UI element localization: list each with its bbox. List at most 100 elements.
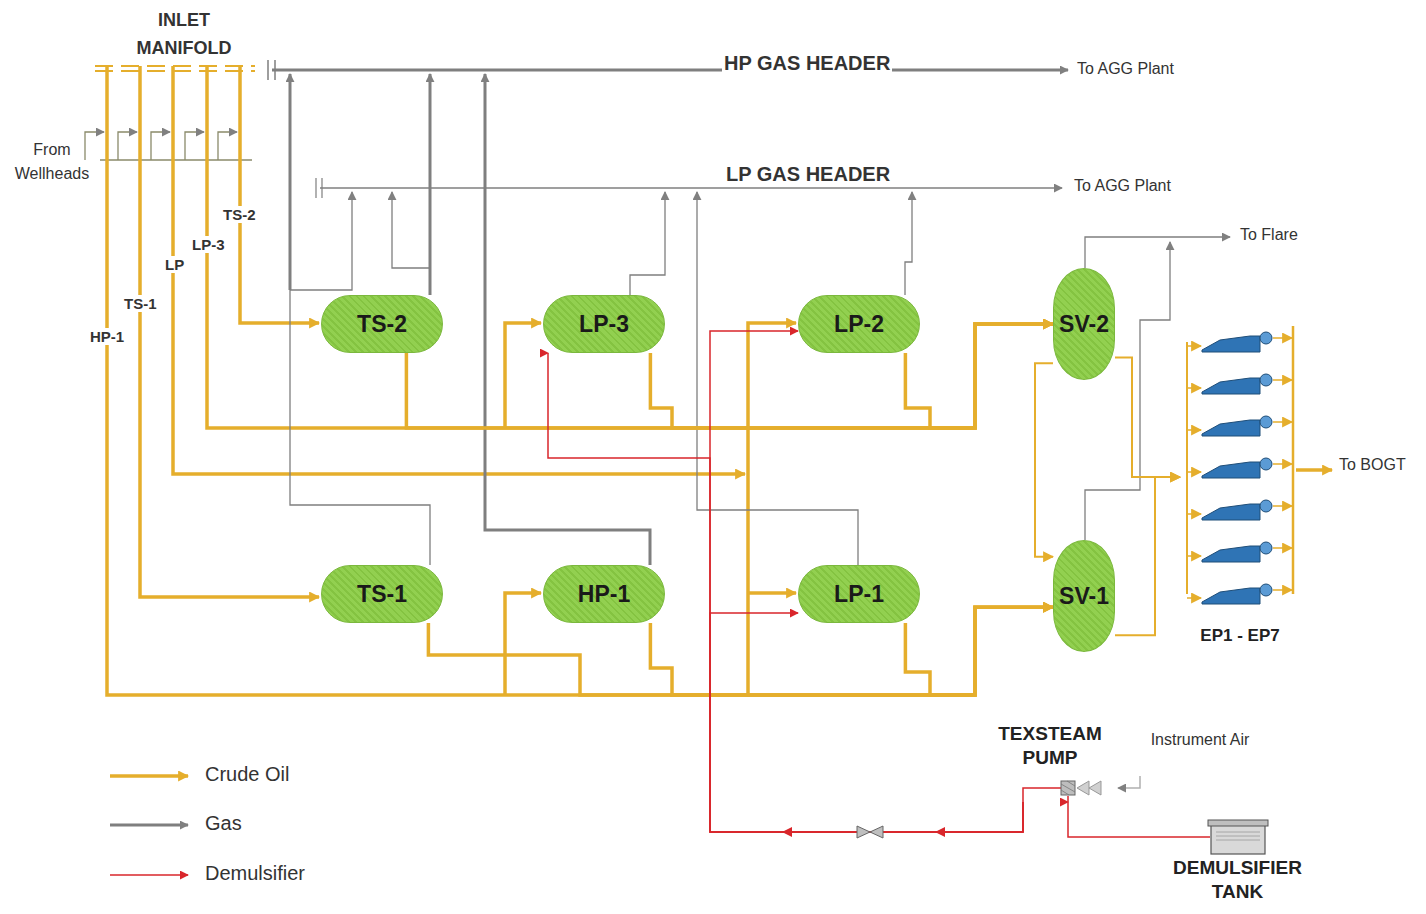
flow-connector	[1115, 358, 1180, 478]
wellhead-lines	[85, 132, 252, 160]
drawing-stroke	[697, 192, 858, 565]
flow-connector	[406, 324, 1053, 428]
legend-text: Gas	[203, 812, 244, 835]
flow-connector	[710, 613, 1023, 832]
drawing-stroke	[1273, 379, 1292, 381]
drawing-stroke	[1292, 326, 1295, 594]
drawing-stroke	[110, 874, 188, 876]
drawing-stroke	[1187, 555, 1201, 557]
pump-body	[1202, 588, 1260, 604]
flow-arrow	[782, 827, 945, 837]
legend-text: Demulsifier	[203, 862, 307, 885]
node-label: SV-2	[1059, 311, 1109, 338]
pump-icons	[1180, 322, 1300, 622]
drawing-stroke	[935, 827, 945, 837]
drawing-stroke	[1273, 337, 1292, 339]
chemical-tank: DEMULSIFIER TANK	[1170, 818, 1305, 904]
annotation-label: Instrument Air	[1148, 728, 1252, 752]
drawing-stroke	[85, 132, 104, 160]
legend-samples	[110, 776, 188, 875]
separator-vessel: LP-1	[798, 565, 920, 623]
pump-motor	[1260, 332, 1272, 344]
annotation-label: TS-2	[221, 206, 258, 223]
drawing-stroke	[1187, 429, 1201, 431]
drawing-stroke	[1273, 463, 1292, 465]
drawing-stroke	[316, 178, 322, 198]
separator-vessel: LP-3	[543, 295, 665, 353]
node-label: DEMULSIFIER TANK	[1170, 856, 1305, 904]
drawing-stroke	[110, 824, 188, 827]
drawing-stroke	[1187, 597, 1201, 599]
drawing-stroke	[240, 66, 319, 323]
separator-vessel: TS-1	[321, 565, 443, 623]
pump-body	[1202, 336, 1260, 352]
drawing-stroke	[1118, 776, 1140, 788]
drawing-stroke	[505, 593, 541, 695]
drawing-stroke	[110, 774, 188, 778]
drawing-stroke	[1061, 781, 1075, 795]
pump-body	[1202, 546, 1260, 562]
check-valve	[857, 826, 883, 838]
annotation-label: To AGG Plant	[1072, 177, 1173, 195]
drawing-stroke	[1187, 345, 1201, 347]
drawing-stroke	[1208, 820, 1268, 826]
node-label: LP-3	[579, 311, 629, 338]
node-label: LP-2	[834, 311, 884, 338]
drawing-stroke	[1077, 781, 1101, 795]
drawing-stroke	[1296, 468, 1332, 472]
drawing-stroke	[289, 74, 292, 290]
drawing-stroke	[272, 69, 1068, 72]
flow-connector	[905, 607, 1053, 695]
drawing-stroke	[429, 74, 432, 295]
drawing-stroke	[207, 66, 975, 428]
pump-motor	[1260, 458, 1272, 470]
node-label: HP-1	[578, 581, 630, 608]
separator-vessel: LP-2	[798, 295, 920, 353]
separator-vessel: SV-2	[1053, 268, 1115, 380]
drawing-stroke	[290, 192, 352, 290]
tank-symbol	[1170, 818, 1305, 856]
drawing-stroke	[857, 826, 870, 838]
annotation-label: LP-3	[190, 236, 227, 253]
drawing-stroke	[1085, 237, 1230, 268]
drawing-stroke	[1187, 471, 1201, 473]
drawing-stroke	[1216, 832, 1260, 840]
node-label: TS-1	[357, 581, 407, 608]
pump-body	[1202, 462, 1260, 478]
pump-body	[1202, 504, 1260, 520]
injection-pump: TEXSTEAM PUMP	[985, 722, 1115, 802]
separator-vessel: HP-1	[543, 565, 665, 623]
annotation-label: HP-1	[88, 328, 126, 345]
annotation-label: LP GAS HEADER	[724, 163, 892, 186]
node-label: LP-1	[834, 581, 884, 608]
flow-connector	[548, 353, 1023, 832]
drawing-stroke	[1273, 547, 1292, 549]
flow-connector	[710, 331, 1023, 832]
gas-lines	[268, 60, 1230, 788]
drawing-stroke	[1187, 387, 1201, 389]
flow-connector	[1068, 802, 1170, 837]
drawing-stroke	[218, 132, 237, 160]
annotation-label: TS-1	[122, 295, 159, 312]
drawing-stroke	[95, 66, 255, 71]
pump-symbol	[985, 770, 1115, 802]
crude-oil-lines	[107, 66, 1332, 695]
drawing-stroke	[630, 192, 665, 295]
pump-group: EP1 - EP7	[1180, 322, 1300, 652]
annotation-label: To Flare	[1238, 226, 1300, 244]
drawing-stroke	[505, 323, 541, 428]
flow-connector	[428, 607, 1053, 695]
legend-text: Crude Oil	[203, 763, 291, 786]
drawing-stroke	[905, 192, 912, 295]
drawing-stroke	[107, 66, 975, 695]
separator-vessel: SV-1	[1053, 540, 1115, 652]
drawing-stroke	[748, 323, 796, 695]
separator-vessel: TS-2	[321, 295, 443, 353]
drawing-stroke	[1187, 513, 1201, 515]
annotation-label: To BOGT	[1337, 456, 1408, 474]
flow-connector	[1035, 363, 1053, 557]
pump-motor	[1260, 374, 1272, 386]
annotation-label: From Wellheads	[2, 138, 102, 186]
pump-motor	[1260, 584, 1272, 596]
drawing-stroke	[782, 827, 792, 837]
